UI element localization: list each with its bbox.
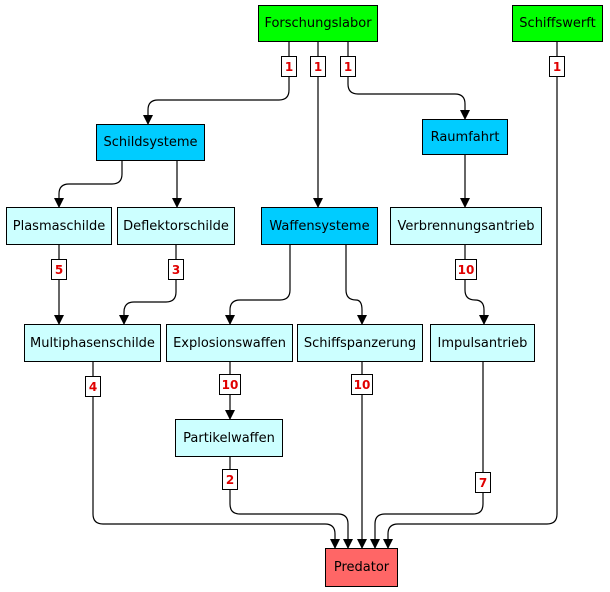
badge-verbrennungsantrieb-impulsantrieb: 10 xyxy=(455,259,477,280)
edge-multiphasenschilde-predator xyxy=(92,362,340,549)
badge-deflektorschilde-multiphasenschilde: 3 xyxy=(168,259,184,280)
node-predator: Predator xyxy=(325,548,398,587)
node-deflektorschilde: Deflektorschilde xyxy=(117,207,235,245)
badge-schiffspanzerung-predator: 10 xyxy=(351,374,373,395)
node-partikelwaffen: Partikelwaffen xyxy=(175,419,283,457)
node-raumfahrt: Raumfahrt xyxy=(422,119,508,155)
node-waffensysteme: Waffensysteme xyxy=(261,207,378,245)
badge-multiphasenschilde-predator: 4 xyxy=(85,376,101,397)
badge-forschungslabor-schildsysteme: 1 xyxy=(281,56,297,77)
badge-impulsantrieb-predator: 7 xyxy=(475,472,491,493)
node-verbrennungsantrieb: Verbrennungsantrieb xyxy=(390,207,542,245)
badge-explosionswaffen-partikelwaffen: 10 xyxy=(219,374,241,395)
node-plasmaschilde: Plasmaschilde xyxy=(6,207,112,245)
edge-schiffswerft-predator xyxy=(383,42,558,549)
node-impulsantrieb: Impulsantrieb xyxy=(430,324,535,362)
edge-deflektorschilde-multiphasenschilde xyxy=(119,245,177,325)
edge-verbrennungsantrieb-impulsantrieb xyxy=(464,245,489,325)
node-schiffswerft: Schiffswerft xyxy=(512,5,603,42)
badge-plasmaschilde-multiphasenschilde: 5 xyxy=(51,259,67,280)
edge-forschungslabor-schildsysteme xyxy=(143,42,290,125)
node-explosionswaffen: Explosionswaffen xyxy=(166,324,293,362)
edge-waffensysteme-schiffspanzerung xyxy=(345,245,367,325)
badge-schiffswerft-predator: 1 xyxy=(549,56,565,77)
edge-impulsantrieb-predator xyxy=(370,362,484,549)
edge-partikelwaffen-predator xyxy=(229,457,353,549)
badge-partikelwaffen-predator: 2 xyxy=(222,469,238,490)
node-multiphasenschilde: Multiphasenschilde xyxy=(24,324,161,362)
node-schildsysteme: Schildsysteme xyxy=(96,124,205,161)
edge-forschungslabor-raumfahrt xyxy=(347,42,470,120)
badge-forschungslabor-waffensysteme: 1 xyxy=(310,56,326,77)
edge-schildsysteme-plasmaschilde xyxy=(54,161,123,208)
node-schiffspanzerung: Schiffspanzerung xyxy=(297,324,423,362)
node-forschungslabor: Forschungslabor xyxy=(258,5,378,42)
edge-waffensysteme-explosionswaffen xyxy=(225,245,291,325)
badge-forschungslabor-raumfahrt: 1 xyxy=(340,56,356,77)
